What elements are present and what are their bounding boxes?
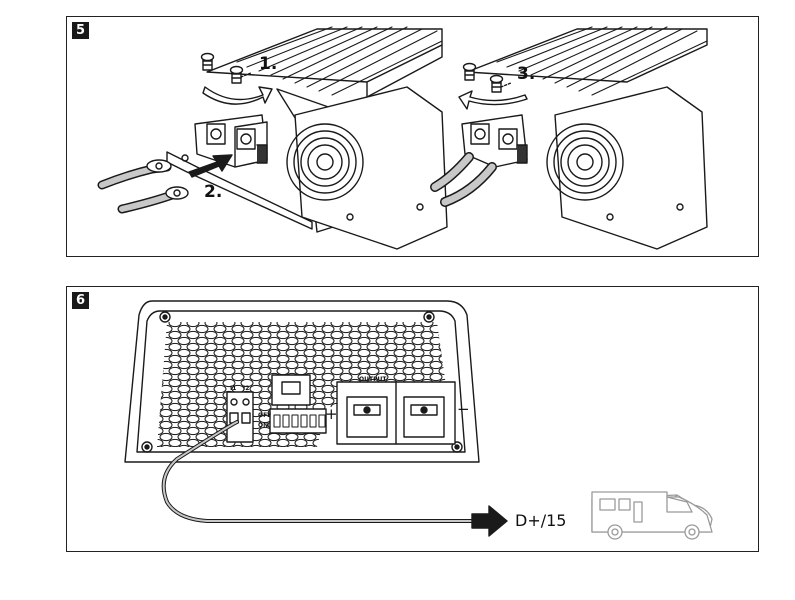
- right-arrow-icon: [471, 505, 508, 537]
- device-left: [97, 26, 448, 250]
- figure-6-panel: 6: [66, 286, 759, 552]
- step-1-label: 1.: [259, 54, 278, 74]
- fan-icon: [546, 123, 624, 201]
- cable-lug-icon: [97, 159, 172, 190]
- d-plus-15-label: D+/15: [515, 511, 567, 530]
- step-2-label: 2.: [204, 182, 223, 202]
- figure-6-number: 6: [72, 292, 89, 309]
- terminal-i2-label: I2: [243, 385, 250, 392]
- fan-icon: [286, 123, 364, 201]
- push-arrow-icon: [188, 154, 233, 178]
- plus-sign: +: [325, 405, 338, 423]
- screw-icon: [462, 62, 477, 81]
- output-label: OUTPUT: [359, 376, 387, 383]
- camper-van-icon: [591, 491, 713, 540]
- figure-6-illustration: [124, 300, 713, 540]
- screw-icon: [229, 65, 244, 84]
- minus-sign: −: [457, 400, 470, 418]
- figure-5-panel: 5: [66, 16, 759, 257]
- cable-lug-icon: [117, 186, 189, 214]
- screw-icon: [200, 52, 215, 71]
- device-right: [430, 26, 708, 250]
- device-front-panel: [124, 300, 480, 463]
- rotate-arrow-icon: [458, 90, 528, 110]
- figure-5-illustration: [97, 26, 708, 250]
- switch-on-label: ON: [258, 422, 269, 429]
- screw-icon: [489, 74, 504, 93]
- switch-off-label: OFF: [258, 412, 272, 419]
- terminal-i1-label: I1: [230, 385, 237, 392]
- rotate-arrow-icon: [202, 86, 273, 105]
- figure-5-number: 5: [72, 22, 89, 39]
- step-3-label: 3.: [517, 64, 536, 84]
